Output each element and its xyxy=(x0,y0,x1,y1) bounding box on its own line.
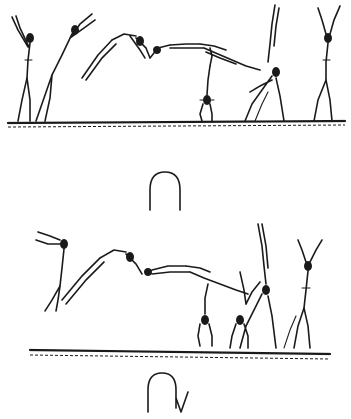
top-figure-3 xyxy=(82,34,150,80)
bottom-figure-5 xyxy=(230,272,260,348)
bottom-sequence xyxy=(30,224,330,359)
top-sequence xyxy=(8,5,345,127)
arch-symbol xyxy=(150,172,180,210)
top-figure-2 xyxy=(36,14,95,121)
top-figure-7 xyxy=(314,6,340,121)
bottom-figure-3 xyxy=(144,266,210,276)
top-figure-5 xyxy=(200,48,260,121)
bottom-figure-6 xyxy=(240,224,276,348)
top-floor xyxy=(8,121,345,127)
bottom-figure-4 xyxy=(190,272,248,346)
top-figure-1 xyxy=(12,16,34,121)
bottom-figure-2 xyxy=(62,250,142,304)
arch-with-check-symbol xyxy=(148,373,188,412)
bottom-figure-7 xyxy=(294,240,322,348)
top-figure-6 xyxy=(245,5,284,121)
bottom-floor xyxy=(30,350,330,359)
